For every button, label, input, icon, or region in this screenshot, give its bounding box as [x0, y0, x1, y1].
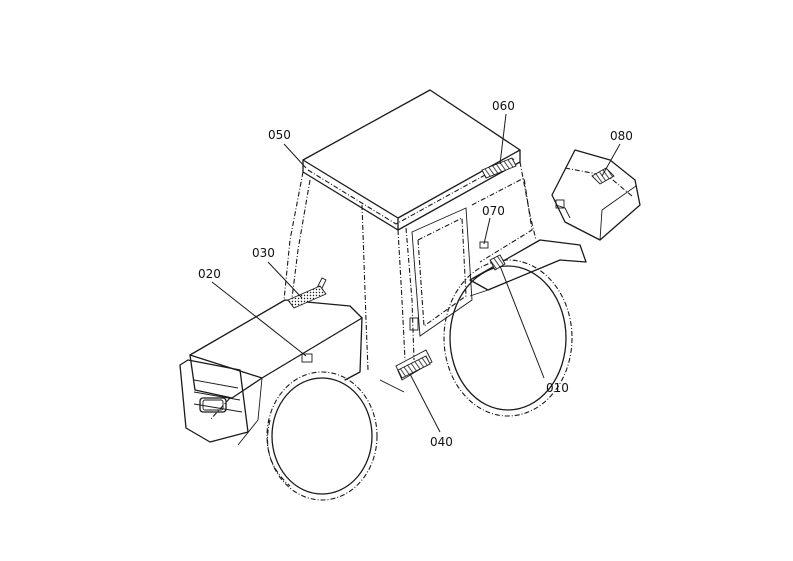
callout-030: 030: [252, 246, 275, 260]
label-decals: [287, 157, 615, 379]
callout-010: 010: [546, 381, 569, 395]
rear-wheel: [443, 259, 573, 417]
decal-020: [301, 353, 313, 363]
rear-counterweight: [551, 149, 641, 241]
exhaust-pipe: [315, 277, 327, 293]
decal-080: [591, 167, 615, 185]
cab-step: [379, 349, 433, 393]
rear-fender: [469, 239, 587, 297]
cab-frame: [283, 161, 537, 371]
hood: [189, 299, 363, 446]
leader-040: [409, 373, 441, 433]
leader-030: [267, 261, 303, 299]
rear-window: [471, 177, 533, 263]
decal-030: [287, 285, 327, 309]
leader-050: [283, 143, 307, 169]
door-handle-icon: [409, 317, 419, 331]
cab-door: [409, 207, 473, 337]
callout-060: 060: [492, 99, 515, 113]
callout-labels: 010 020 030 040 050 060 070 080: [198, 99, 633, 449]
decal-060: [481, 157, 517, 179]
leader-020: [211, 281, 307, 357]
callout-040: 040: [430, 435, 453, 449]
decal-040: [397, 355, 431, 379]
tractor-drawing: [179, 89, 641, 501]
front-wheel: [266, 371, 378, 501]
callout-080: 080: [610, 129, 633, 143]
leader-lines: [211, 113, 621, 433]
callout-070: 070: [482, 204, 505, 218]
leader-060: [499, 113, 507, 165]
callout-020: 020: [198, 267, 221, 281]
decal-010: [489, 254, 506, 271]
callout-050: 050: [268, 128, 291, 142]
leader-070: [483, 217, 491, 245]
leader-080: [601, 143, 621, 177]
front-grille: [179, 359, 249, 443]
leader-010: [499, 265, 545, 379]
